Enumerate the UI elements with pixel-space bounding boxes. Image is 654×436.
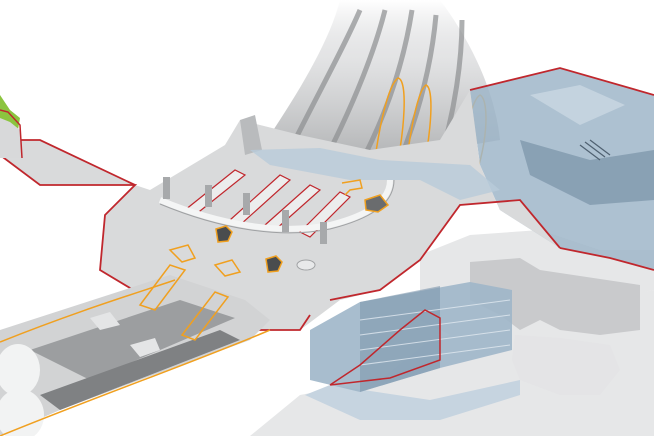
column — [320, 222, 327, 244]
column — [163, 177, 170, 199]
column — [205, 185, 212, 207]
main-concourse — [0, 90, 561, 331]
city-block-inner — [512, 335, 620, 395]
west-building — [0, 95, 23, 159]
glass-building-south — [305, 282, 520, 420]
underground-tunnel — [0, 244, 271, 436]
column — [243, 193, 250, 215]
platform-fan — [270, 0, 500, 191]
city-block — [470, 258, 640, 335]
column — [282, 210, 289, 232]
